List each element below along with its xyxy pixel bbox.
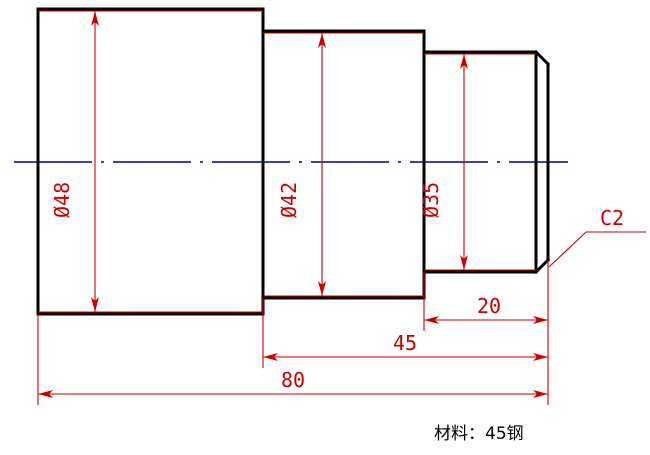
- dim-dia35-arrow-top: [460, 54, 468, 69]
- dim-dia42-arrow-bottom: [318, 281, 326, 296]
- dim-dia48-arrow-top: [91, 11, 99, 26]
- dim-label-len80: 80: [281, 368, 306, 392]
- dimension-dia35-group: [424, 53, 536, 271]
- chamfer-leader-group: [548, 231, 646, 268]
- material-note-text: 材料：45钢: [434, 424, 524, 444]
- dim-label-dia48: Ø48: [50, 181, 74, 218]
- dim-len45-arrow-left: [263, 353, 278, 361]
- dimension-len45-group: [262, 298, 549, 368]
- dim-label-dia42: Ø42: [277, 181, 301, 218]
- dim-len80-arrow-left: [38, 390, 53, 398]
- step2-outline-dia42: [261, 29, 426, 300]
- dimension-dia48-group: [38, 10, 263, 313]
- dimension-len80-group: [37, 314, 549, 405]
- chamfer-label-c2: C2: [600, 206, 625, 230]
- chamfer-leader-line: [548, 231, 646, 268]
- dim-dia35-arrow-bottom: [460, 255, 468, 270]
- dim-len80-arrow-right: [533, 390, 548, 398]
- dimension-len20-group: [423, 260, 549, 331]
- dimension-dia42-group: [263, 32, 424, 297]
- dim-label-len45: 45: [393, 331, 418, 355]
- dim-len45-arrow-right: [533, 353, 548, 361]
- dim-label-len20: 20: [477, 294, 502, 318]
- dim-len20-arrow-left: [424, 316, 439, 324]
- dim-len20-arrow-right: [533, 316, 548, 324]
- dim-label-dia35: Ø35: [419, 181, 443, 218]
- dim-dia48-arrow-bottom: [91, 297, 99, 312]
- step3-outline-dia35: [422, 49, 551, 275]
- dim-dia42-arrow-top: [318, 33, 326, 48]
